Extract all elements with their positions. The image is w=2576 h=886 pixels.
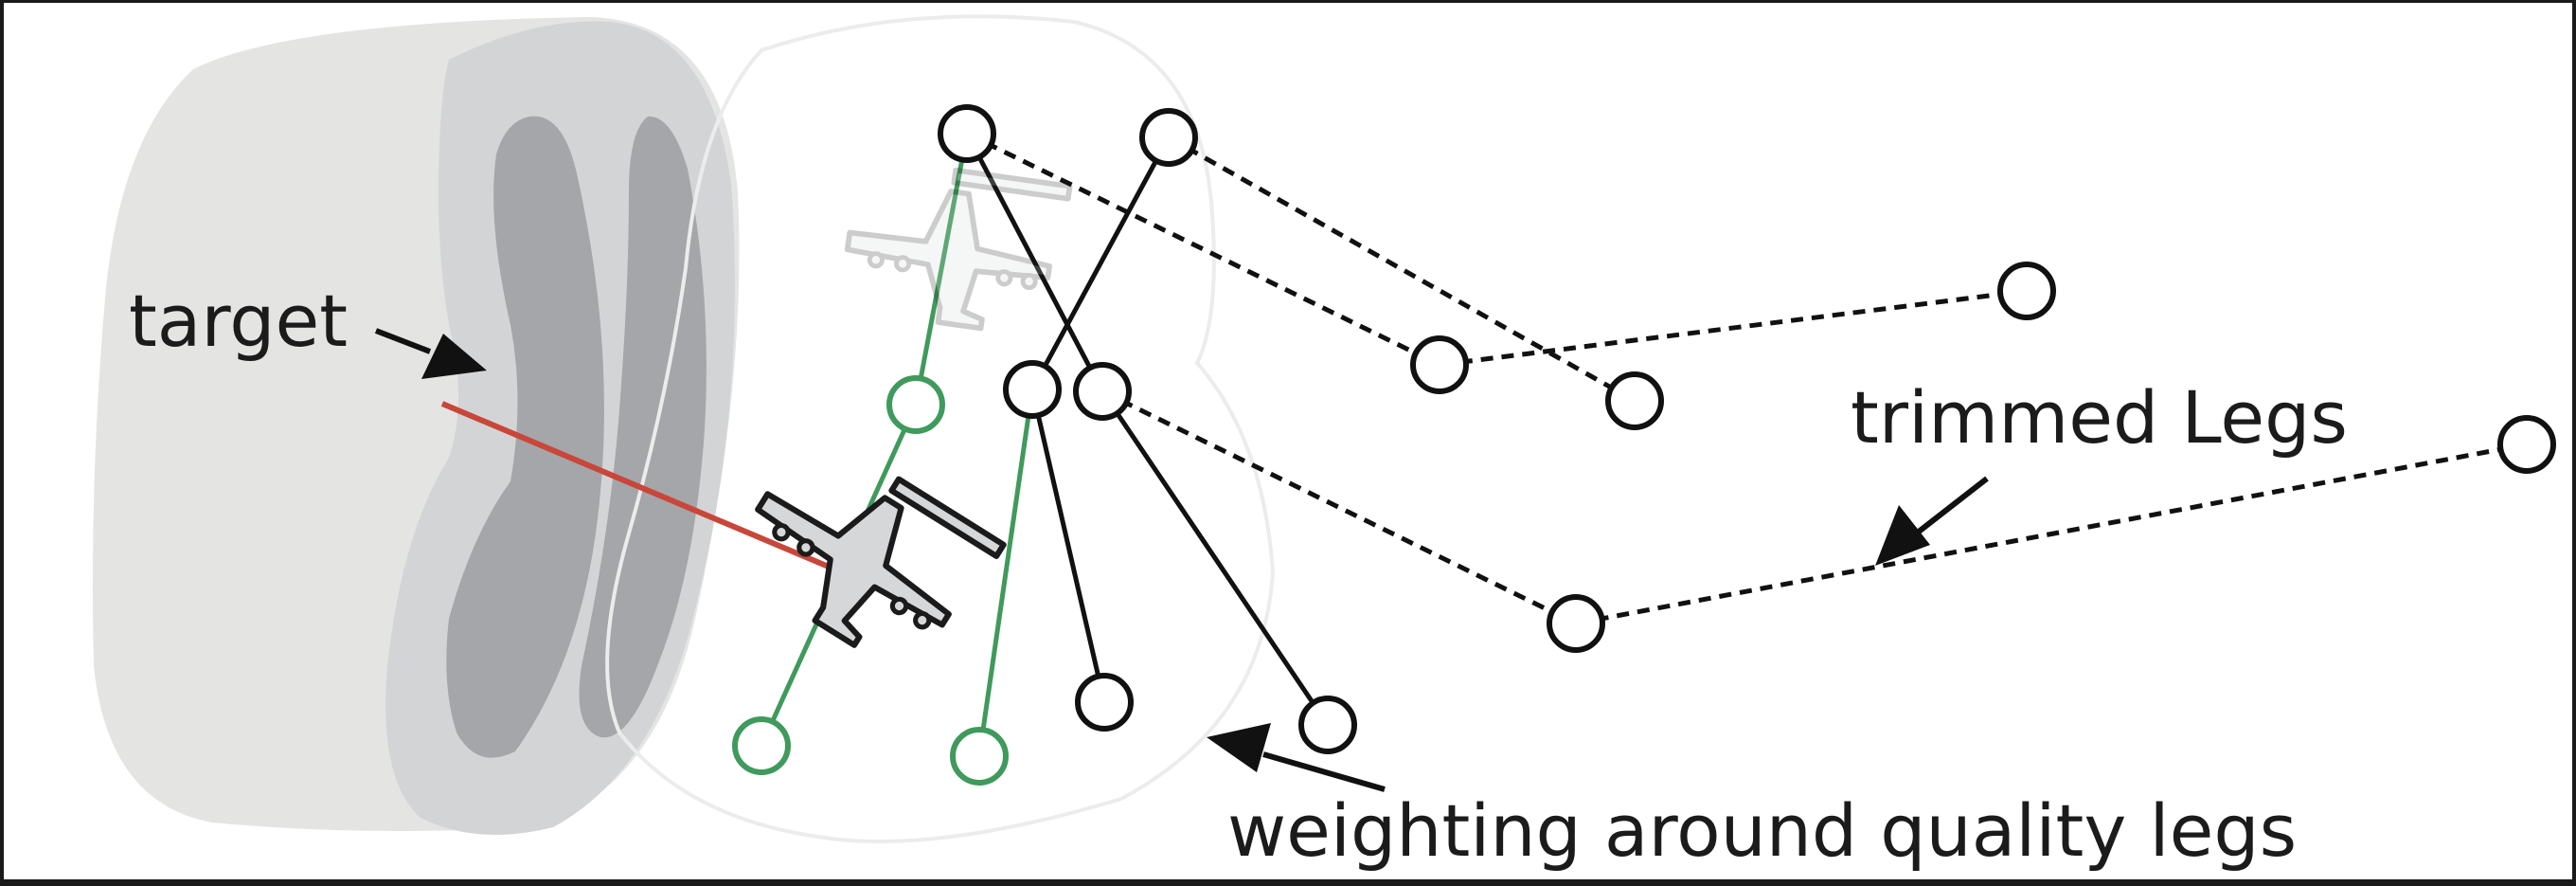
target-label: target <box>129 279 349 363</box>
waypoint-circle-icon <box>1075 673 1134 732</box>
trimmed-leg <box>1100 389 1578 626</box>
trimmed-leg <box>965 131 1441 368</box>
waypoints <box>732 104 2556 786</box>
trimmed-legs-label: trimmed Legs <box>1851 375 2348 460</box>
waypoint-circle-icon <box>938 104 996 163</box>
waypoint-circle-icon <box>1003 360 1062 419</box>
target-arrow <box>374 328 487 379</box>
aircraft-ghost-icon <box>839 156 1070 337</box>
trimmed-leg <box>1439 288 2028 368</box>
target-area <box>92 17 740 835</box>
waypoint-circle-icon <box>1073 362 1132 421</box>
waypoint-circle-icon <box>1139 108 1198 167</box>
diagram-graphic <box>92 14 2556 843</box>
waypoint-circle-icon <box>2497 415 2556 474</box>
quality-leg <box>1029 136 1172 391</box>
weighting-label: weighting around quality legs <box>1227 788 2298 873</box>
waypoint-circle-icon <box>1997 262 2056 320</box>
aircraft-icon <box>724 425 1004 684</box>
trimmed-legs-arrow <box>1875 476 1989 566</box>
waypoint-circle-icon <box>886 375 945 434</box>
target-band-right <box>579 116 707 738</box>
quality-legs <box>964 132 1331 727</box>
quality-leg <box>1029 389 1107 703</box>
waypoint-circle-icon <box>1547 594 1605 653</box>
sight-line <box>440 401 837 572</box>
quality-leg <box>1100 389 1331 727</box>
waypoint-circle-icon <box>1410 335 1469 394</box>
weighting-zone <box>605 14 1276 843</box>
trimmed-leg <box>1575 442 2528 626</box>
waypoint-circle-icon <box>1298 696 1357 754</box>
waypoint-circle-icon <box>1605 371 1664 430</box>
waypoint-circle-icon <box>732 716 791 775</box>
weighting-arrow <box>1207 723 1386 792</box>
green-legs <box>759 133 1035 757</box>
trimmed-leg <box>1167 135 1637 404</box>
green-leg <box>976 389 1035 757</box>
waypoint-circle-icon <box>950 727 1009 786</box>
trimmed-legs <box>965 131 2528 626</box>
